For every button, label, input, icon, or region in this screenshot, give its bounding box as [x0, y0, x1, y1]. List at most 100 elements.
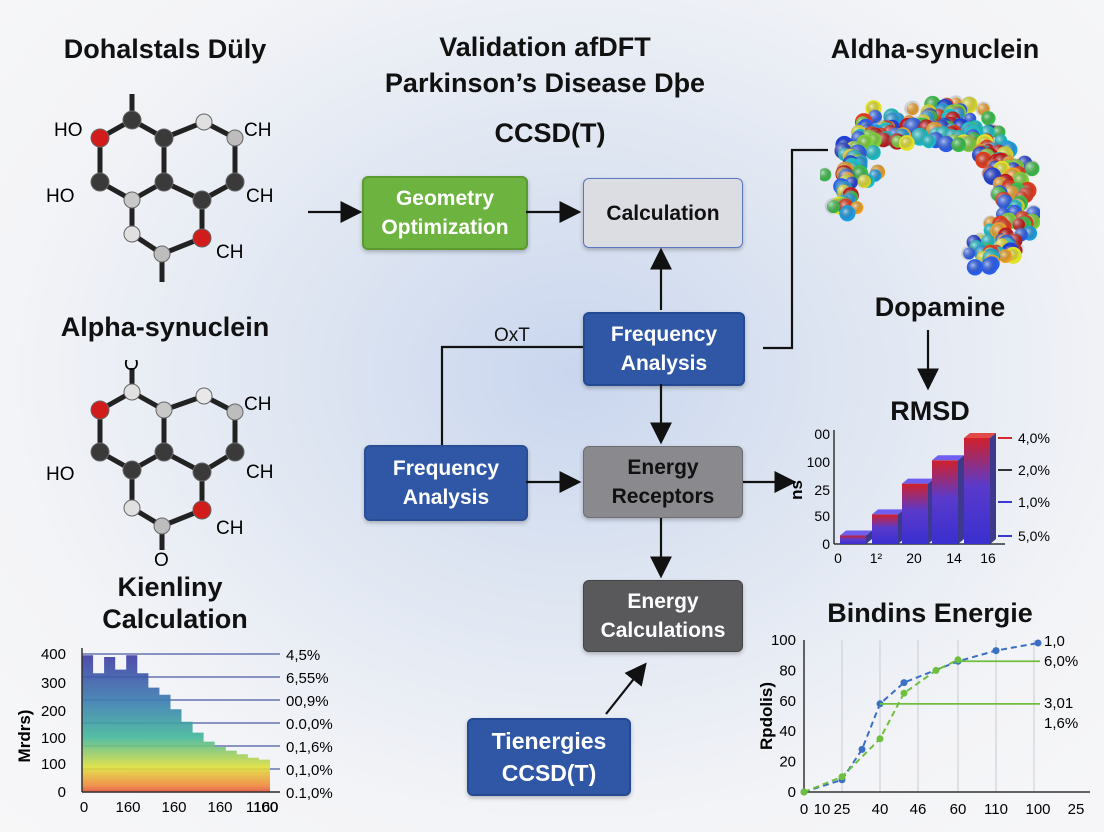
- rmsd-bar-side: [958, 455, 964, 544]
- chart3-y-tick: 100: [771, 632, 796, 649]
- energy-receptors-box: Energy Receptors: [583, 446, 743, 518]
- rmsd-bar-side: [990, 433, 996, 544]
- rmsd-bar: [902, 483, 928, 544]
- chart3-point-blue: [858, 745, 866, 753]
- chart1-title-line1: Kienliny: [117, 572, 223, 602]
- rmsd-bar-top: [872, 509, 904, 515]
- rmsd-bar: [872, 514, 898, 544]
- chart1-x-tick: 160: [161, 799, 186, 816]
- chart2-x-tick: 20: [906, 550, 922, 566]
- chart2-legend-label: 2,0%: [1018, 462, 1050, 478]
- chart3-right-label: 1,6%: [1044, 715, 1078, 732]
- chart1-x-tick: 0: [80, 799, 88, 816]
- mol2-label-ch2: CH: [246, 462, 273, 483]
- calculation-box: Calculation: [583, 178, 743, 248]
- rmsd-bar: [964, 438, 990, 544]
- chart3-x-tick: 10: [814, 801, 831, 818]
- rmsd-bar: [840, 535, 866, 544]
- chart3-point-green: [800, 788, 808, 796]
- chart1-y-tick: 0: [58, 784, 66, 801]
- main-title-line1: Validation afDFT: [439, 32, 651, 62]
- chart2-y-tick: 25: [814, 482, 830, 498]
- chart3-ylabel: Rpdolis): [760, 682, 776, 750]
- chart1-title-line2: Calculation: [102, 604, 248, 634]
- chart2-y-tick: 0: [822, 536, 830, 552]
- protein-structure-image: [820, 95, 1040, 276]
- chart3-point-green: [838, 773, 846, 781]
- chart3-point-green: [932, 666, 940, 674]
- chart2-x-tick: 14: [946, 550, 962, 566]
- chart3-point-green: [876, 735, 884, 743]
- rmsd-bar: [932, 460, 958, 544]
- molecule1-structure: HO HO CH CH CH O: [46, 94, 273, 282]
- mol2-label-ch3: CH: [216, 518, 243, 539]
- chart2-ylabel: ns: [790, 480, 806, 500]
- frequency-analysis-center-box: Frequency Analysis: [583, 312, 745, 386]
- dopamine-label: Dopamine: [874, 292, 1006, 322]
- main-title-line2: Parkinson’s Disease Dþe: [384, 68, 706, 98]
- chart1-x-tick: 160: [253, 799, 278, 816]
- chart1-right-label: 0,1,0%: [286, 762, 333, 779]
- chart3-series-green: [803, 658, 959, 793]
- chart1-right-label: 6,55%: [286, 670, 329, 687]
- rmsd-bar-top: [840, 530, 872, 536]
- chart1-y-tick: 100: [41, 730, 66, 747]
- rmsd-title: RMSD: [890, 396, 970, 426]
- chart3-x-tick: 60: [950, 801, 967, 818]
- chart3-right-label: 3,01: [1044, 695, 1073, 712]
- protein-title: Aldha-synuclein: [830, 34, 1040, 64]
- chart3-y-tick: 0: [788, 784, 796, 801]
- chart3-x-tick: 100: [1025, 801, 1050, 818]
- chart2-legend-label: 4,0%: [1018, 430, 1050, 446]
- chart1-right-label: 00,9%: [286, 693, 329, 710]
- chart3-y-tick: 80: [779, 662, 796, 679]
- frequency-analysis-left-box: Frequency Analysis: [364, 445, 528, 521]
- chart3-point-blue: [900, 679, 908, 687]
- mol2-label-ho: HO: [46, 464, 75, 485]
- chart1-x-tick: 160: [115, 799, 140, 816]
- chart3-right-label: 1,0: [1044, 633, 1065, 650]
- chart3-right-label: 6,0%: [1044, 653, 1078, 670]
- chart2-y-tick: 50: [814, 508, 830, 524]
- chart3-y-tick: 40: [779, 723, 796, 740]
- oxt-label: OxT: [494, 325, 530, 346]
- chart3-x-tick: 40: [872, 801, 889, 818]
- chart3-y-tick: 60: [779, 693, 796, 710]
- mol1-label-ch3: CH: [216, 242, 243, 263]
- rmsd-bar-top: [902, 478, 934, 484]
- mol1-label-ch2: CH: [246, 186, 273, 207]
- geometry-optimization-box: Geometry Optimization: [362, 176, 528, 250]
- rmsd-bar-top: [964, 433, 996, 438]
- main-subtitle: CCSD(T): [494, 118, 606, 148]
- chart1-y-tick: 400: [41, 646, 66, 663]
- chart1-y-tick: 100: [41, 756, 66, 773]
- chart3-point-green: [954, 656, 962, 664]
- rmsd-bar-top: [932, 455, 964, 461]
- chart3-x-tick: 25: [1068, 801, 1085, 818]
- chart3-series-blue: [803, 642, 1039, 793]
- chart3-point-blue: [992, 647, 1000, 655]
- chart2-legend-label: 5,0%: [1018, 528, 1050, 544]
- chart2-x-tick: 16: [980, 550, 996, 566]
- rmsd-bar-side: [866, 530, 872, 544]
- chart3-x-tick: 25: [834, 801, 851, 818]
- mol1-label-ho2: HO: [46, 186, 75, 207]
- area-series: [82, 655, 270, 792]
- chart1-x-tick: 160: [207, 799, 232, 816]
- chart2-x-tick: 0: [834, 550, 842, 566]
- chart2-legend-label: 1,0%: [1018, 494, 1050, 510]
- mol2-label-ch1: CH: [244, 394, 271, 415]
- binding-title: Bindins Energie: [827, 598, 1033, 628]
- molecule1-title: Dohalstals Düly: [63, 34, 267, 64]
- molecule2-structure: HO CH CH CH O O: [46, 360, 273, 570]
- chart3-x-tick: 110: [984, 801, 1008, 818]
- chart3-x-tick: 46: [910, 801, 927, 818]
- chart3-x-tick: 0: [800, 801, 808, 818]
- chart1-ylabel: Mrdrs): [15, 710, 34, 763]
- mol1-label-ch1: CH: [244, 120, 271, 141]
- molecule2-title: Alpha-synuclein: [60, 312, 270, 342]
